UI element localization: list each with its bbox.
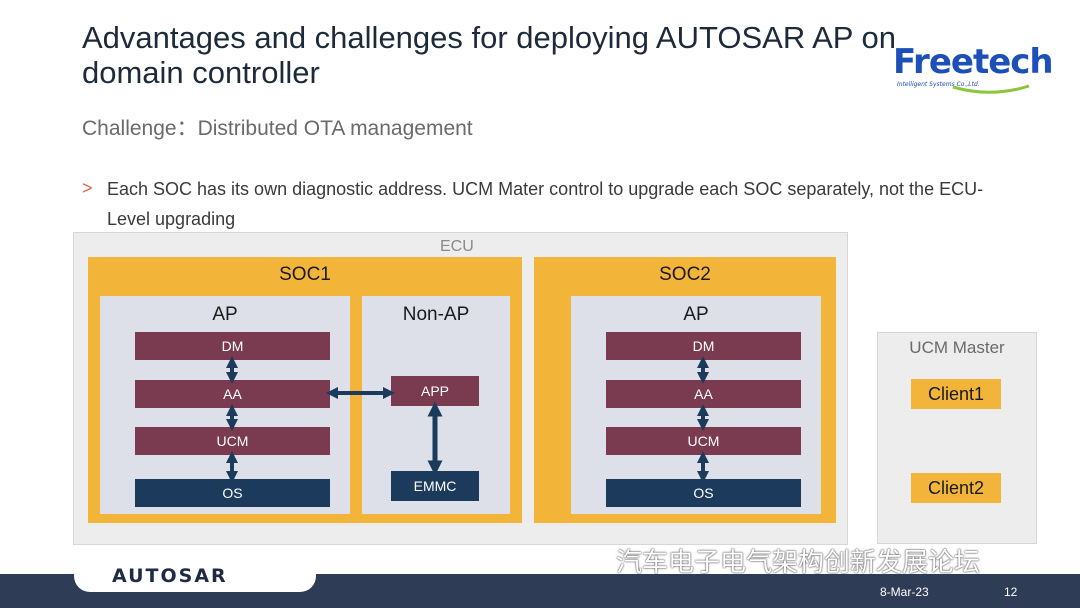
watermark-text: 汽车电子电气架构创新发展论坛 [616, 548, 981, 578]
ucm-master-panel [877, 332, 1037, 544]
soc2-os-layer: OS [606, 479, 801, 507]
ecu-label: ECU [440, 238, 474, 255]
logo-text: Freetech [893, 42, 1054, 82]
soc1-emmc-block: EMMC [391, 471, 479, 501]
client2-block: Client2 [911, 473, 1001, 503]
soc2-ap-label: AP [683, 304, 709, 325]
bullet-text: Each SOC has its own diagnostic address.… [107, 179, 984, 229]
soc2-dm-layer: DM [606, 332, 801, 360]
soc1-non-ap-label: Non-AP [402, 304, 470, 325]
slide-title: Advantages and challenges for deploying … [82, 20, 897, 90]
ucm-master-label: UCM Master [909, 338, 1005, 357]
soc1-os-layer: OS [135, 479, 330, 507]
soc1-dm-layer: DM [135, 332, 330, 360]
autosar-logo: AUTOSAR [112, 565, 228, 587]
footer-logo-tab [74, 564, 316, 592]
soc1-app-block: APP [391, 376, 479, 406]
soc1-aa-layer: AA [135, 380, 330, 408]
bullet-marker: > [82, 178, 93, 198]
soc1-ucm-layer: UCM [135, 427, 330, 455]
page-number: 12 [1004, 585, 1018, 599]
soc2-ucm-layer: UCM [606, 427, 801, 455]
client1-block: Client1 [911, 379, 1001, 409]
challenge-subtitle: Challenge：Distributed OTA management [82, 117, 473, 140]
soc2-label: SOC2 [659, 264, 711, 285]
logo-subtext: Intelligent Systems Co.,Ltd. [897, 81, 980, 88]
soc1-ap-label: AP [212, 304, 238, 325]
footer-date: 8-Mar-23 [880, 585, 929, 599]
soc2-aa-layer: AA [606, 380, 801, 408]
logo-swoosh-icon [952, 84, 1030, 94]
soc1-label: SOC1 [279, 264, 331, 285]
freetech-logo: Freetech Intelligent Systems Co.,Ltd. [893, 40, 1054, 98]
